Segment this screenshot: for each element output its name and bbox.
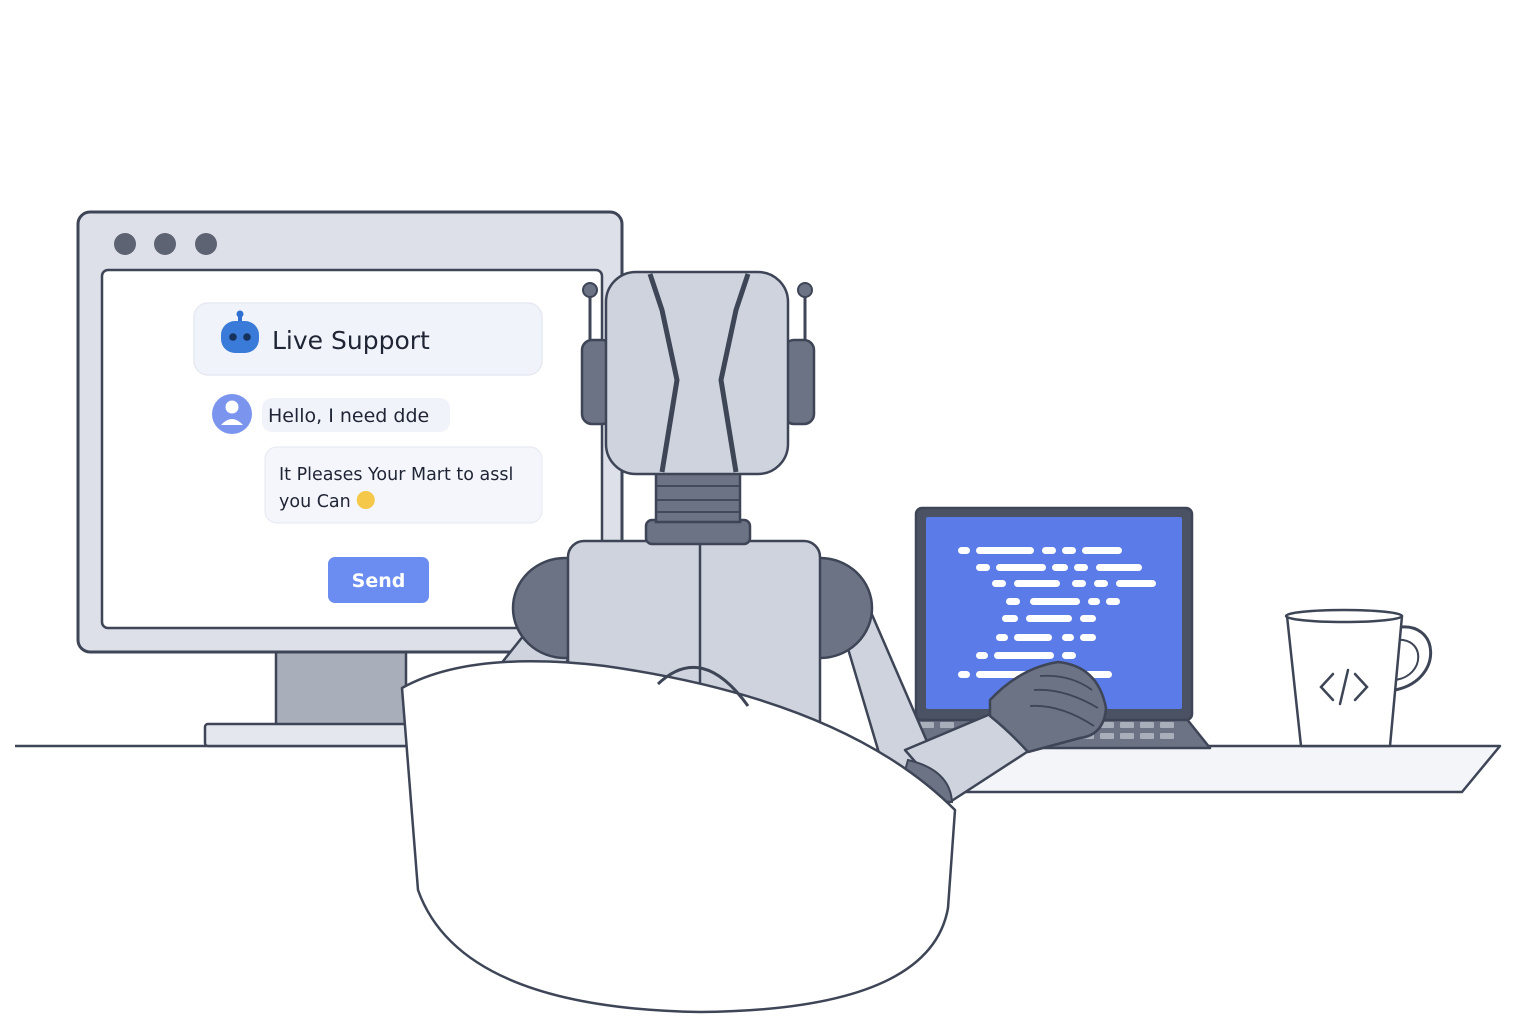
send-button[interactable]: Send [328, 557, 429, 603]
chair-backrest [400, 660, 957, 1014]
bot-reply-bubble [264, 446, 543, 524]
chat-header-title: Live Support [272, 326, 430, 355]
chair-knob [656, 665, 750, 707]
user-message-text: Hello, I need dde [268, 405, 429, 427]
window-dot-icon[interactable] [195, 233, 217, 255]
bot-reply-line-1: It Pleases Your Mart to assl [279, 465, 513, 485]
chair [400, 660, 957, 1014]
window-dot-icon[interactable] [154, 233, 176, 255]
robot-icon [221, 310, 259, 353]
robot-neck [654, 468, 742, 524]
bot-reply-line-2: you Can [279, 492, 351, 512]
chat-widget: Live Support Hello, I need dde It Please… [193, 302, 543, 603]
coffee-mug [1284, 608, 1433, 748]
user-message-bubble [262, 398, 450, 432]
send-button-label: Send [352, 570, 406, 592]
user-avatar-icon [212, 394, 252, 434]
window-dot-icon[interactable] [114, 233, 136, 255]
robot-head [604, 270, 790, 476]
code-brackets-icon [1319, 668, 1369, 706]
robot-antenna-left [582, 282, 598, 298]
chat-header [193, 302, 543, 376]
robot-antenna-right [797, 282, 813, 298]
robot-collar [644, 518, 752, 546]
monitor-stand [274, 648, 408, 728]
smiley-emoji-icon [356, 491, 375, 509]
